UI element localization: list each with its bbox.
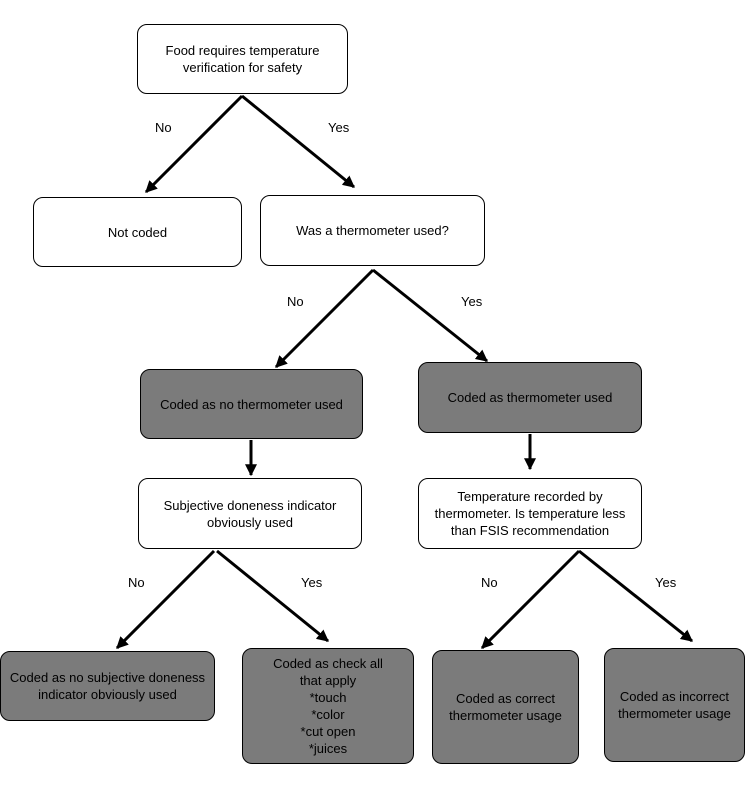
edge-therm-no <box>274 268 375 369</box>
not-coded-node: Not coded <box>33 197 242 267</box>
label-root-yes: Yes <box>328 120 350 135</box>
thermometer-used-node: Coded as thermometer used <box>418 362 642 433</box>
label-temp-no: No <box>481 575 498 590</box>
no-subjective-node: Coded as no subjective doneness indicato… <box>0 651 215 721</box>
temperature-question-node: Temperature recorded by thermometer. Is … <box>418 478 642 549</box>
label-therm-yes: Yes <box>461 294 483 309</box>
thermometer-used-text: Coded as thermometer used <box>447 390 613 405</box>
edge-root-yes <box>241 94 355 189</box>
edge-subj-no <box>115 549 216 650</box>
label-temp-yes: Yes <box>655 575 677 590</box>
incorrect-usage-node: Coded as incorrect thermometer usage <box>604 648 745 762</box>
correct-usage-text: Coded as correct thermometer usage <box>449 691 562 723</box>
edge-subj-yes <box>216 549 329 643</box>
root-node: Food requires temperature verification f… <box>137 24 348 94</box>
subjective-question-node: Subjective doneness indicator obviously … <box>138 478 362 549</box>
no-thermometer-node: Coded as no thermometer used <box>140 369 363 439</box>
edge-temp-no <box>480 549 581 650</box>
label-root-no: No <box>155 120 172 135</box>
check-all-node: Coded as check all that apply *touch *co… <box>242 648 414 764</box>
not-coded-text: Not coded <box>107 224 168 240</box>
correct-usage-node: Coded as correct thermometer usage <box>432 650 579 764</box>
incorrect-usage-text: Coded as incorrect thermometer usage <box>618 689 731 721</box>
thermometer-question-text: Was a thermometer used? <box>296 223 449 238</box>
edge-temp-yes <box>578 549 693 643</box>
edge-therm-yes <box>372 268 488 363</box>
no-subjective-text: Coded as no subjective doneness indicato… <box>9 670 206 702</box>
thermometer-question-node: Was a thermometer used? <box>260 195 485 266</box>
edge-root-no <box>144 94 244 194</box>
root-node-text: Food requires temperature verification f… <box>165 43 320 75</box>
label-subj-yes: Yes <box>301 575 323 590</box>
label-subj-no: No <box>128 575 145 590</box>
label-therm-no: No <box>287 294 304 309</box>
temperature-question-text: Temperature recorded by thermometer. Is … <box>434 489 626 538</box>
check-all-text: Coded as check all that apply *touch *co… <box>273 656 383 756</box>
subjective-question-text: Subjective doneness indicator obviously … <box>163 497 337 530</box>
no-thermometer-text: Coded as no thermometer used <box>160 396 343 412</box>
